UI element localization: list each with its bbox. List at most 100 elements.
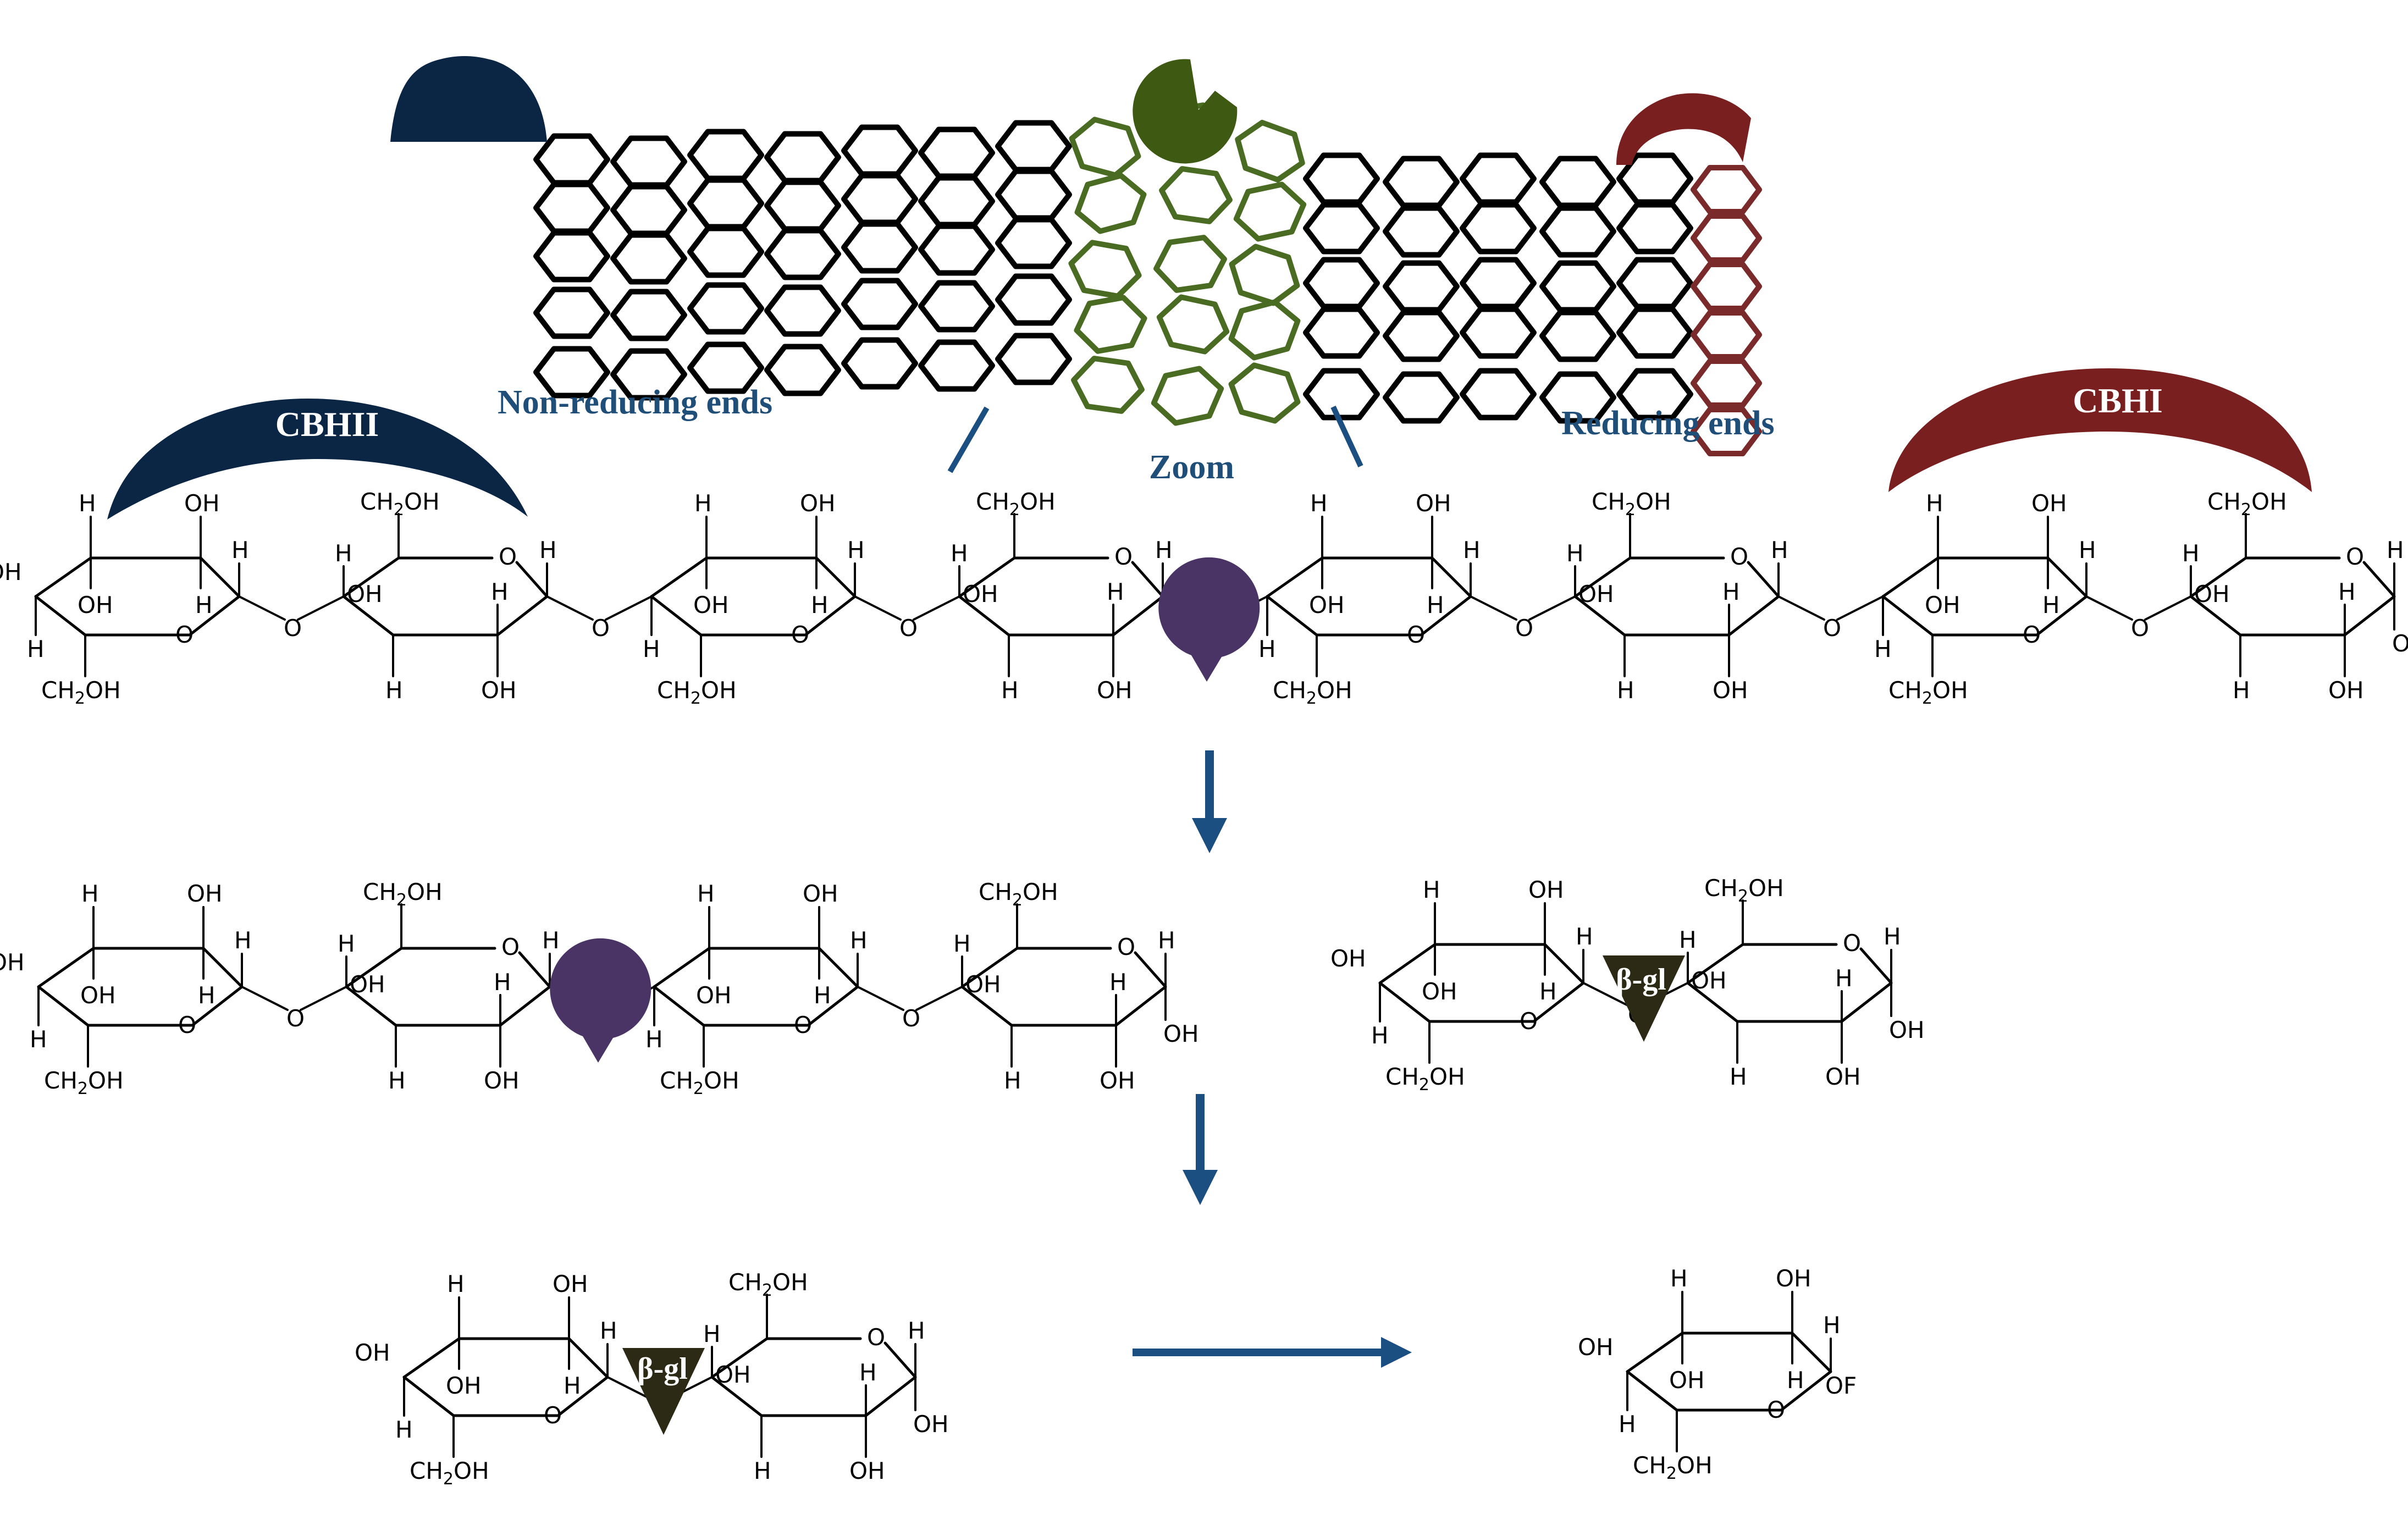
atom-label: H (859, 1359, 877, 1386)
glycosidic-bond (2085, 595, 2133, 621)
cbhi-label: CBHI (2073, 381, 2163, 420)
crystalline-hex (1303, 368, 1380, 421)
crystalline-hex (995, 217, 1072, 269)
ch2oh-label: CH2OH (660, 1067, 739, 1098)
eg-label-middle: EG (589, 1079, 638, 1116)
atom-label: H (2182, 540, 2200, 567)
ring-oxygen: O (791, 621, 809, 648)
atom-label: H (953, 930, 971, 957)
atom-label: H (1787, 1367, 1804, 1394)
atom-label: H (645, 1026, 663, 1053)
crystalline-hex (918, 280, 995, 333)
glycosidic-bond (1582, 982, 1630, 1007)
atom-label: H (1155, 537, 1173, 563)
atom-label: OH (1330, 945, 1366, 972)
atom-label: OH (1163, 1020, 1199, 1047)
ring-oxygen: O (1767, 1396, 1785, 1423)
crystalline-hex (610, 232, 687, 285)
beta-gl-label-bottom: β-gl (637, 1352, 688, 1386)
ch2oh-label: CH2OH (363, 878, 443, 910)
beta-gl-enzyme-bottom: β-gl (622, 1348, 705, 1435)
atom-label: H (1619, 1411, 1636, 1438)
crystalline-hex (1383, 371, 1460, 424)
atom-label: H (494, 969, 511, 996)
zoom-guide-right (1330, 405, 1363, 468)
crystalline-hex (1303, 257, 1380, 310)
crystalline-hex (995, 273, 1072, 326)
atom-label: H (1874, 636, 1892, 662)
crystalline-hex (764, 344, 841, 396)
amorphous-hex (1159, 166, 1233, 224)
atom-label: H (335, 540, 352, 567)
crystalline-hex (687, 341, 764, 394)
ch2oh-label: CH2OH (2207, 488, 2287, 520)
atom-label: H (542, 927, 560, 954)
atom-label: H (198, 982, 216, 1009)
atom-label: H (1463, 537, 1481, 563)
eg-pacman-top (1158, 557, 1260, 682)
atom-label: H (1576, 923, 1593, 950)
ring-oxygen: O (867, 1324, 885, 1351)
crystalline-hex (1460, 257, 1537, 310)
crystalline-hex (1539, 310, 1616, 362)
cbhi-fibril-enzyme (1616, 93, 1751, 165)
eg-pacman-middle (550, 938, 651, 1063)
atom-label: OH (347, 581, 383, 607)
ch2oh-label: CH2OH (1888, 677, 1968, 708)
atom-label: OH (1097, 677, 1133, 704)
atom-label: OH (693, 592, 729, 618)
crystalline-hex (1616, 368, 1693, 421)
glucose-chains: OHOHOHHHOHCH2OHHOCH2OHHOHHHOHHOHOHOHHHCH… (0, 488, 2408, 1489)
atom-label: H (385, 677, 403, 704)
ring-oxygen: O (178, 1012, 196, 1038)
reducing-end-hex (1691, 310, 1762, 360)
ring-oxygen: O (544, 1402, 562, 1429)
atom-label: OH (187, 880, 223, 907)
atom-label: H (1371, 1022, 1389, 1049)
crystalline-hex (764, 179, 841, 232)
beta-gl-triangle-top (1603, 955, 1685, 1042)
atom-label: H (1617, 677, 1634, 704)
amorphous-hex (1151, 366, 1224, 426)
atom-label: OH (0, 949, 25, 976)
ring-oxygen: O (1407, 621, 1425, 648)
atom-label: H (1109, 969, 1127, 996)
atom-label: H (27, 636, 45, 662)
amorphous-hex (1153, 235, 1227, 293)
atom-label: OH (715, 1361, 751, 1388)
atom-label: OH (1691, 967, 1727, 994)
ch2oh-label: CH2OH (1592, 488, 1671, 520)
crystalline-hex (533, 133, 610, 186)
crystalline-hex (841, 124, 918, 177)
zoom-enzyme (1133, 59, 1238, 164)
atom-label: H (79, 490, 96, 517)
atom-label: H (1730, 1063, 1747, 1090)
ch2oh-label: CH2OH (360, 488, 440, 520)
crystalline-hex (533, 181, 610, 234)
glycosidic-oxygen: O (2131, 615, 2149, 642)
atom-label: OH (1578, 1334, 1614, 1361)
atom-label: OH (184, 490, 220, 517)
atom-label: OH (696, 982, 732, 1009)
atom-label: H (1258, 636, 1276, 662)
atom-label: H (234, 927, 252, 954)
atom-label: H (1835, 965, 1853, 992)
amorphous-hex (1069, 117, 1141, 178)
amorphous-hex (1233, 181, 1307, 242)
crystalline-hex (610, 289, 687, 341)
atom-label: H (1107, 578, 1124, 605)
crystalline-hex (1303, 152, 1380, 205)
eg-enzyme-middle: EG (550, 938, 651, 1116)
atom-label: H (447, 1270, 465, 1297)
atom-label: H (30, 1026, 47, 1053)
atom-label: OH (0, 559, 22, 585)
ring-oxygen: O (2346, 543, 2364, 570)
crystalline-hex (995, 333, 1072, 385)
crystalline-hex (1616, 306, 1693, 359)
crystalline-hex (533, 346, 610, 399)
atom-label: H (850, 927, 868, 954)
atom-label: H (1771, 537, 1788, 563)
atom-label: OH (1776, 1265, 1811, 1292)
atom-label: H (195, 592, 213, 618)
atom-label: H (1823, 1312, 1841, 1339)
